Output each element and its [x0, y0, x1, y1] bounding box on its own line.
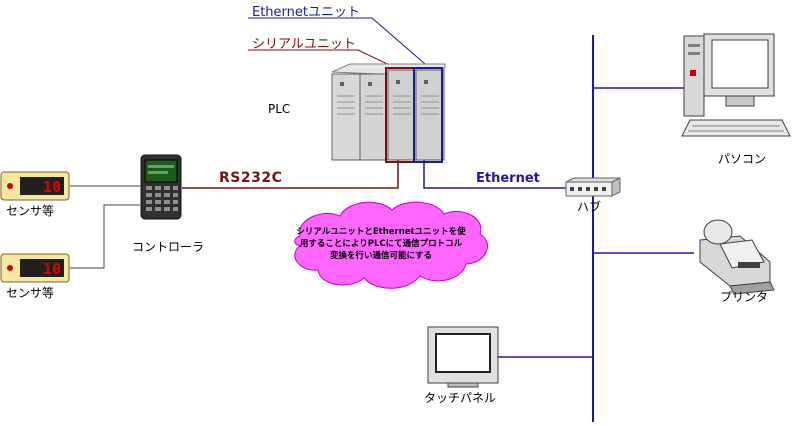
- pc-label: パソコン: [718, 152, 767, 166]
- pc-icon: [681, 33, 791, 137]
- hub-icon: [565, 177, 621, 197]
- ethernet-unit-label: Ethernetユニット: [252, 5, 360, 20]
- sensor-2-label: センサ等: [6, 286, 55, 300]
- sensor-1-label: センサ等: [6, 204, 55, 218]
- cloud-line-3: 変換を行い通信可能にする: [329, 251, 433, 261]
- touch-panel-icon: [427, 326, 499, 388]
- cloud-callout: [294, 201, 488, 289]
- sensor-2-icon: 10: [0, 253, 70, 283]
- ethernet-line: [423, 160, 566, 189]
- hub-label: ハブ: [577, 200, 602, 214]
- sensor-1-icon: 10: [0, 171, 70, 201]
- controller-label: コントローラ: [132, 240, 205, 254]
- plc-rack: [331, 63, 446, 161]
- cloud-text: シリアルユニットとEthernetユニットを使 用することによりPLCにて通信プ…: [286, 226, 476, 262]
- controller-icon: [140, 154, 182, 220]
- printer-icon: [699, 219, 775, 295]
- sensor-1-display: 10: [43, 178, 61, 196]
- printer-label: プリンタ: [720, 290, 769, 304]
- serial-unit-leader: [248, 49, 401, 71]
- rs232c-line: [182, 160, 399, 189]
- rs232c-label: RS232C: [219, 170, 283, 186]
- ethernet-unit-highlight: [413, 67, 443, 163]
- sensor-2-wire: [70, 204, 140, 269]
- ethernet-label: Ethernet: [476, 171, 540, 186]
- serial-unit-label: シリアルユニット: [252, 37, 356, 52]
- sensor-2-display: 10: [43, 260, 61, 278]
- plc-label: PLC: [268, 102, 291, 116]
- touch-panel-label: タッチパネル: [424, 391, 497, 405]
- cloud-line-1: シリアルユニットとEthernetユニットを使: [296, 227, 466, 237]
- cloud-line-2: 用することによりPLCにて通信プロトコル: [299, 239, 463, 249]
- ethernet-unit-leader: [248, 17, 433, 71]
